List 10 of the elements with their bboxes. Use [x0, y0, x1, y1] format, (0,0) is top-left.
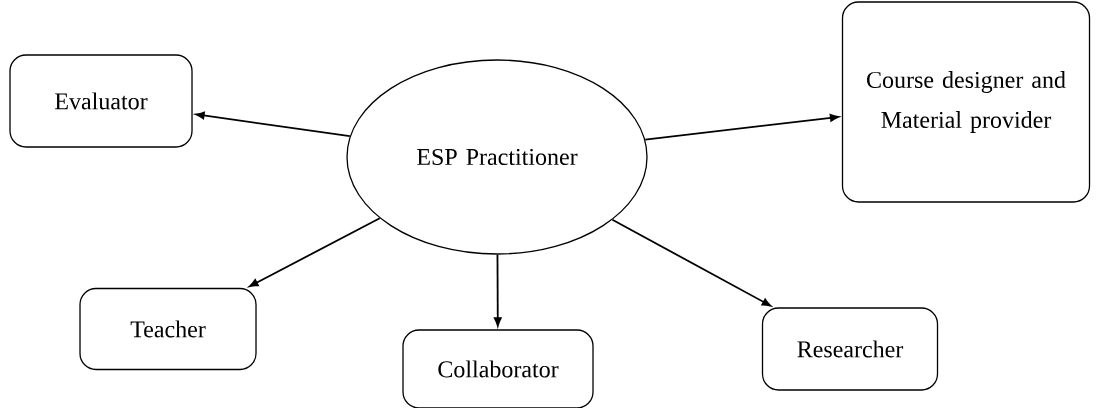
role-box: Researcher	[761, 307, 939, 391]
arrow	[493, 253, 502, 327]
role-box: Evaluator	[9, 54, 193, 148]
arrow	[249, 217, 381, 288]
arrow	[611, 218, 772, 307]
role-box: Collaborator	[402, 329, 594, 408]
role-box: Course designer and Material provider	[841, 1, 1091, 203]
arrow	[195, 111, 351, 138]
role-box: Teacher	[79, 287, 257, 371]
arrow	[644, 113, 840, 141]
